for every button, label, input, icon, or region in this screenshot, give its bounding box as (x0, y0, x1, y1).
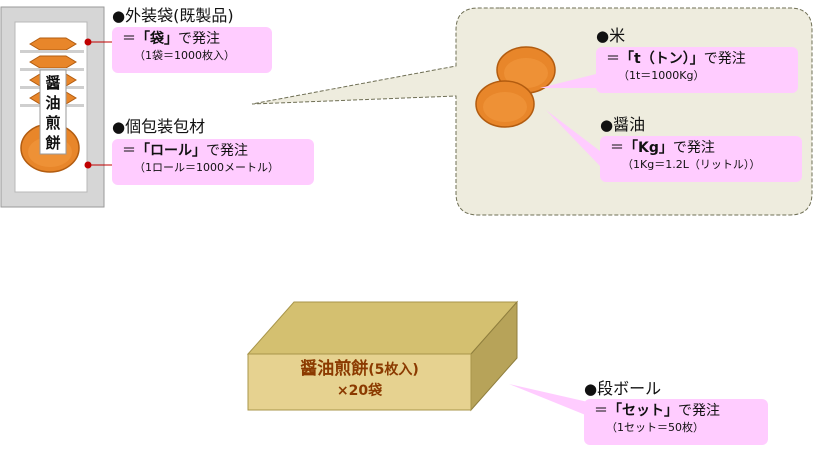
conversion-note: （1Kg＝1.2L（リットル）） (622, 158, 761, 171)
wrapper-heading: ●個包装包材 (112, 117, 205, 137)
wrapper-title: 個包装包材 (125, 117, 206, 136)
package-label-char-4: 餅 (45, 134, 61, 152)
order-unit: 「セット」 (608, 403, 678, 419)
carton-label-line2: ×20袋 (336, 383, 383, 399)
soy-sauce-callout: ＝「Kg」で発注 （1Kg＝1.2L（リットル）） (600, 136, 802, 182)
carton-heading: ●段ボール (584, 379, 661, 399)
order-prefix: ＝ (606, 51, 620, 67)
conversion-note: （1袋＝1000枚入） (134, 49, 235, 62)
order-unit: 「t（トン）」 (620, 51, 704, 67)
package-label-char-2: 油 (45, 94, 61, 112)
order-prefix: ＝ (610, 140, 624, 156)
order-unit: 「Kg」 (624, 140, 673, 156)
cardboard-box-icon (246, 300, 519, 412)
soy-sauce-heading: ●醤油 (600, 115, 645, 135)
bullet-dot-icon: ● (600, 116, 614, 134)
order-suffix: で発注 (178, 31, 220, 47)
package-illustration (0, 6, 105, 208)
bullet-dot-icon: ● (596, 27, 610, 45)
bullet-dot-icon: ● (112, 118, 126, 136)
order-suffix: で発注 (206, 143, 248, 159)
rice-cracker-icon (475, 46, 556, 128)
rice-heading: ●米 (596, 26, 625, 46)
carton-product-name: 醤油煎餅 (300, 359, 369, 379)
carton-pack-count: (5枚入) (368, 362, 419, 378)
order-unit: 「袋」 (136, 31, 178, 47)
order-prefix: ＝ (122, 31, 136, 47)
rice-callout: ＝「t（トン）」で発注 （1t＝1000Kg） (596, 47, 798, 93)
conversion-note: （1ロール＝1000メートル） (134, 161, 279, 174)
wrapper-callout: ＝「ロール」で発注 （1ロール＝1000メートル） (112, 139, 314, 185)
order-suffix: で発注 (678, 403, 720, 419)
carton-callout: ＝「セット」で発注 （1セット＝50枚） (584, 399, 768, 445)
outer-bag-title: 外装袋(既製品) (125, 6, 234, 25)
outer-bag-heading: ●外装袋(既製品) (112, 6, 234, 26)
conversion-note: （1t＝1000Kg） (618, 69, 705, 82)
conversion-note: （1セット＝50枚） (606, 421, 704, 434)
soy-sauce-title: 醤油 (613, 115, 646, 134)
outer-bag-callout: ＝「袋」で発注 （1袋＝1000枚入） (112, 27, 272, 73)
package-label-char-3: 煎 (45, 114, 61, 132)
order-suffix: で発注 (703, 51, 746, 67)
package-label-char-1: 醤 (45, 74, 61, 92)
rice-title: 米 (609, 26, 626, 45)
order-prefix: ＝ (122, 143, 136, 159)
carton-title: 段ボール (597, 379, 662, 398)
carton-label-line1: 醤油煎餅(5枚入) (248, 358, 471, 381)
bullet-dot-icon: ● (112, 7, 126, 25)
bullet-dot-icon: ● (584, 380, 598, 398)
order-unit: 「ロール」 (136, 143, 206, 159)
order-suffix: で発注 (672, 140, 715, 156)
order-prefix: ＝ (594, 403, 608, 419)
